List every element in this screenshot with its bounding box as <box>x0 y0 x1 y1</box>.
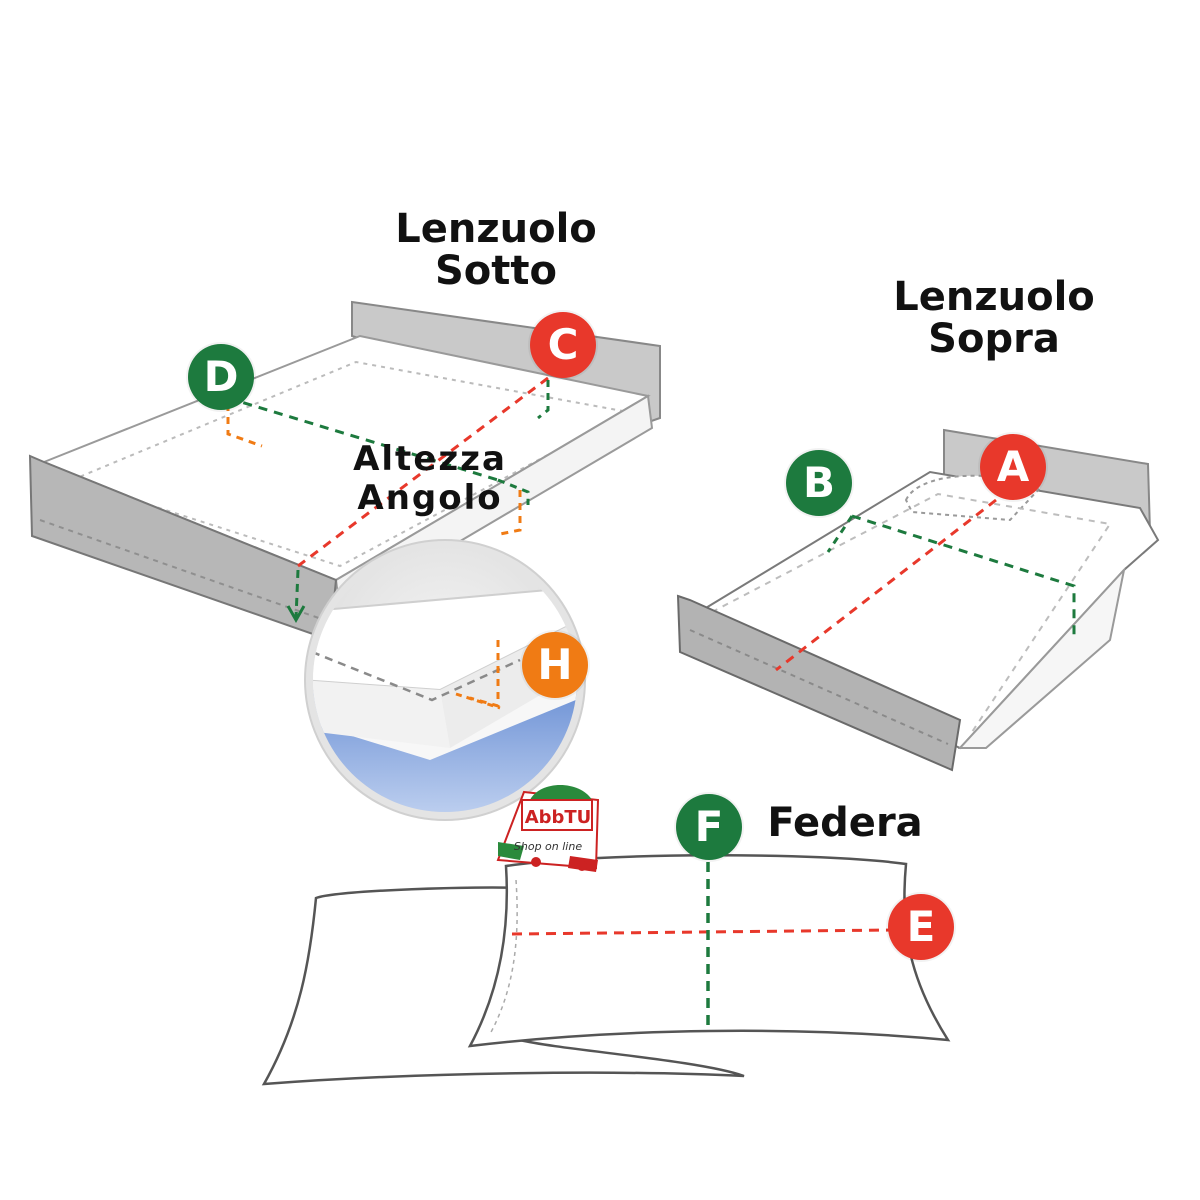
top-bed-sheet-drape <box>957 566 1126 749</box>
badge-b: B <box>786 450 852 516</box>
corner-height-label: Altezza Angolo <box>340 439 520 519</box>
corner-height-line2: Angolo <box>357 478 503 519</box>
top-sheet-title-line1: Lenzuolo <box>893 274 1095 320</box>
top-sheet-title: Lenzuolo Sopra <box>884 276 1104 360</box>
top-bed-footboard-stitch <box>689 629 949 745</box>
corner-height-line1: Altezza <box>353 439 507 479</box>
logo-brand: AbbTU <box>525 807 592 828</box>
bottom-sheet-title: Lenzuolo Sotto <box>386 208 606 292</box>
measure-line-e <box>511 928 893 936</box>
badge-d: D <box>188 344 254 410</box>
pillowcase-title: Federa <box>760 802 930 844</box>
top-sheet-title-line2: Sopra <box>928 316 1060 362</box>
measure-line-a <box>775 498 997 672</box>
badge-e: E <box>888 894 954 960</box>
bottom-bed-footboard-stitch <box>39 519 331 623</box>
bottom-sheet-title-line1: Lenzuolo <box>395 206 597 252</box>
measure-line-c-green-drop <box>537 380 550 420</box>
pillow-front-seam <box>489 879 518 1035</box>
badge-f: F <box>676 794 742 860</box>
top-sheet-bed <box>676 428 1160 772</box>
badge-h: H <box>522 632 588 698</box>
bottom-sheet-title-line2: Sotto <box>434 248 557 294</box>
pillowcase-title-text: Federa <box>767 800 923 846</box>
measure-line-d-end <box>497 478 530 505</box>
badge-c: C <box>530 312 596 378</box>
top-bed-footboard <box>676 594 962 772</box>
height-arrow-head <box>286 605 306 624</box>
corner-zoom <box>304 539 586 821</box>
corner-tick-d <box>226 404 263 448</box>
measure-line-b <box>851 514 1076 640</box>
measure-line-c <box>297 376 549 568</box>
shop-logo: AbbTU Shop on line <box>496 785 600 872</box>
corner-tick-right <box>499 490 522 536</box>
pillows <box>261 853 951 1086</box>
logo-tagline: Shop on line <box>514 840 582 853</box>
badge-a: A <box>980 434 1046 500</box>
top-bed-inner-dash <box>711 492 1112 733</box>
